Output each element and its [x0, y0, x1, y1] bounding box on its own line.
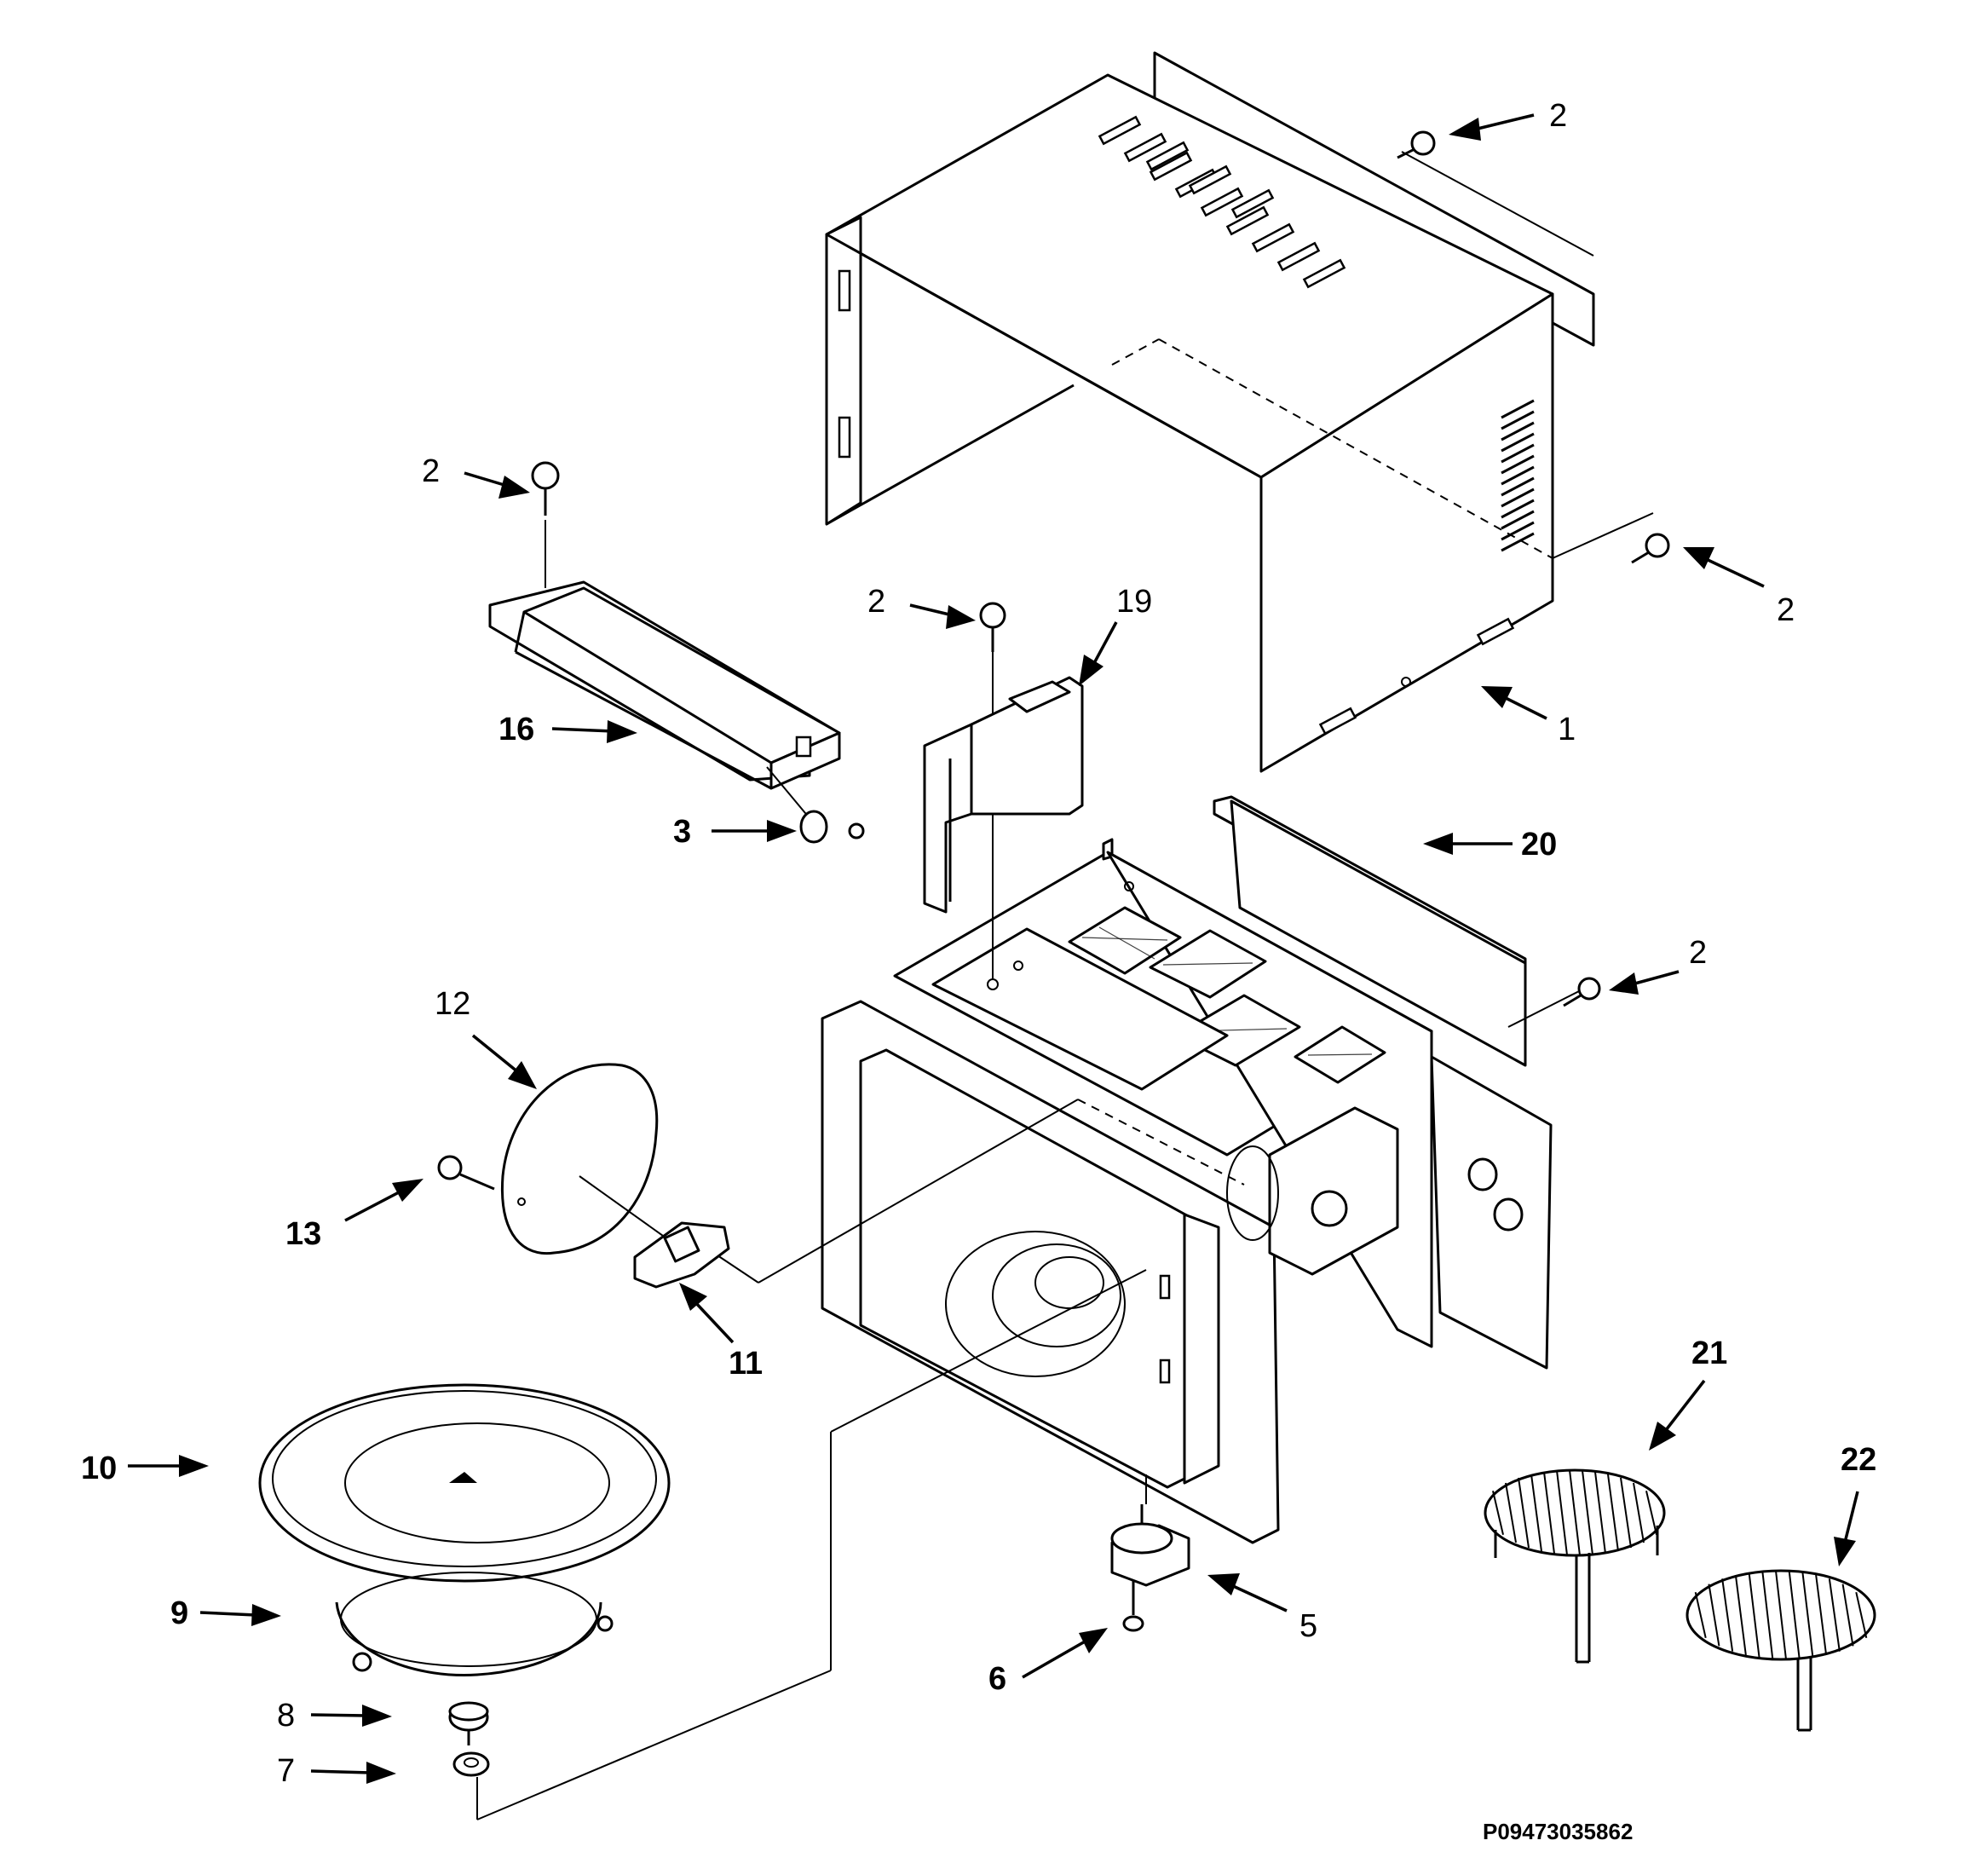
callout-arrows: [128, 113, 1859, 1784]
part-12-waveguide-cover: [500, 1063, 670, 1255]
part-22-low-rack: [1685, 1569, 1876, 1732]
rack-bar: [1543, 1471, 1555, 1555]
part-16-cover: [488, 520, 841, 819]
rack-bar: [1620, 1477, 1632, 1549]
callout-2-right: 2: [1777, 592, 1795, 628]
rack-bar: [1505, 1482, 1517, 1543]
rack-bar: [1530, 1474, 1542, 1552]
rack-bar: [1645, 1491, 1657, 1535]
part-21-high-rack: [1484, 1468, 1666, 1664]
rack-bar: [1594, 1471, 1606, 1555]
part-5-turntable-motor: [1110, 1474, 1190, 1587]
rack-bar: [1556, 1470, 1568, 1555]
rack-bar: [1841, 1584, 1854, 1647]
rack-bar: [1855, 1591, 1868, 1639]
callout-2-bracket: 2: [867, 584, 885, 620]
rack-bar: [1775, 1570, 1787, 1660]
callout-22: 22: [1841, 1442, 1876, 1478]
callout-7: 7: [277, 1753, 295, 1789]
part-7-ring: [452, 1751, 490, 1777]
rack-bar: [1788, 1571, 1801, 1659]
part-1-outer-cabinet: [825, 51, 1654, 773]
part-2-screw-right: [1631, 533, 1670, 564]
callout-5: 5: [1299, 1608, 1317, 1644]
part-8-coupler: [448, 1701, 489, 1745]
top-vent-slots: [1098, 115, 1346, 289]
rack-bar: [1582, 1470, 1593, 1555]
side-motor-assembly: [1226, 1106, 1399, 1276]
part-3-fuse-holder: [799, 810, 865, 844]
rack-bar: [1518, 1477, 1530, 1549]
callout-2-top: 2: [1549, 98, 1567, 134]
callout-10: 10: [81, 1451, 117, 1486]
rack-bar: [1633, 1482, 1645, 1543]
rack-bar: [1734, 1574, 1747, 1656]
rack-bar: [1694, 1591, 1707, 1639]
side-vent-slots: [1501, 399, 1535, 552]
callout-20: 20: [1521, 827, 1557, 862]
part-19-bracket: [923, 676, 1084, 914]
part-11-coupler: [633, 1221, 730, 1289]
rack-bar: [1761, 1571, 1774, 1659]
callout-13: 13: [285, 1216, 321, 1252]
rack-bar: [1815, 1574, 1828, 1656]
part-2-screw-bracket: [979, 602, 1006, 652]
part-20-side-panel: [1213, 795, 1527, 1067]
callout-11: 11: [729, 1346, 763, 1382]
rack-bar: [1721, 1578, 1734, 1652]
callout-19: 19: [1116, 584, 1152, 620]
part-2-screw-cover: [531, 461, 560, 516]
callout-2-chassis: 2: [1689, 935, 1707, 971]
part-2-screw-chassis: [1563, 977, 1601, 1007]
oven-chassis: [706, 631, 1582, 1544]
callout-12: 12: [435, 986, 470, 1022]
callout-9: 9: [170, 1595, 188, 1631]
part-10-glass-tray: [258, 1383, 671, 1583]
callout-2-cover: 2: [422, 453, 440, 489]
rack-bar: [1708, 1584, 1720, 1647]
callout-16: 16: [498, 712, 534, 747]
callout-6: 6: [988, 1661, 1006, 1697]
rack-bar: [1801, 1572, 1814, 1658]
part-6-screw: [1122, 1581, 1144, 1632]
callout-1: 1: [1558, 712, 1576, 747]
callout-21: 21: [1691, 1336, 1727, 1371]
callout-8: 8: [277, 1698, 295, 1734]
callout-3: 3: [673, 814, 691, 850]
rack-bar: [1492, 1491, 1504, 1535]
rack-bar: [1607, 1474, 1619, 1552]
part-9-roller-ring: [335, 1572, 614, 1676]
part-13-screw: [437, 1155, 495, 1191]
rack-bar: [1569, 1469, 1581, 1556]
part-2-screw-top: [1397, 130, 1436, 159]
drawing-code: P09473035862: [1483, 1819, 1633, 1844]
callout-labels: 2 2 2 2 2 2 1 19 16 3 20 12 13 11 21 22 …: [81, 98, 1876, 1844]
rack-bar: [1828, 1578, 1841, 1652]
rack-bar: [1748, 1572, 1760, 1658]
